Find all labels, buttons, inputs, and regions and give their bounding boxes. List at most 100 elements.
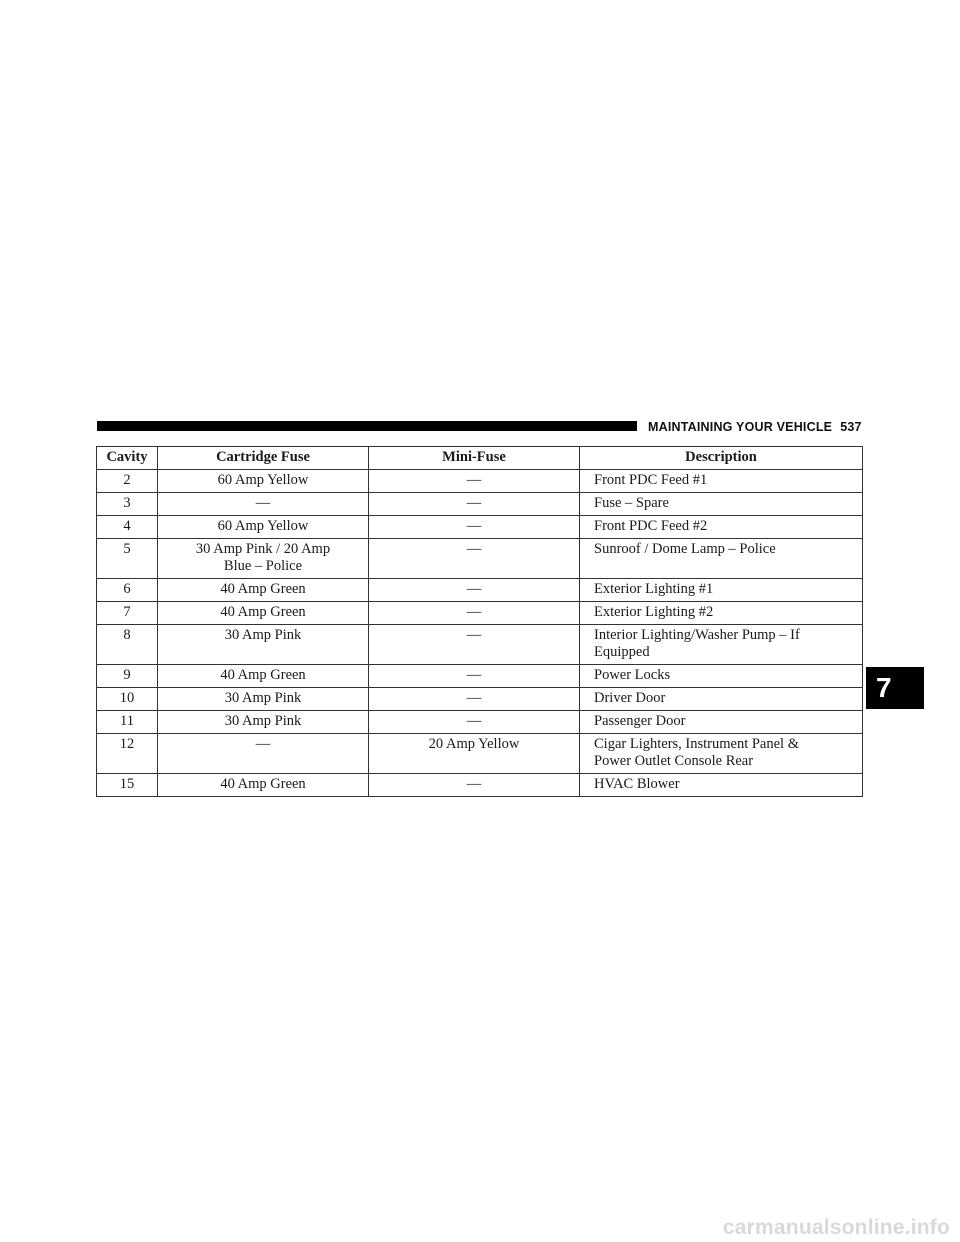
cell-mini-fuse: — bbox=[368, 710, 580, 734]
cell-cavity: 7 bbox=[96, 601, 158, 625]
cell-description-line: Fuse – Spare bbox=[594, 495, 669, 511]
cell-description: Front PDC Feed #2 bbox=[579, 515, 863, 539]
cell-cartridge-fuse-line: Blue – Police bbox=[223, 558, 303, 574]
cell-description: Cigar Lighters, Instrument Panel &Power … bbox=[579, 733, 863, 774]
cell-description: Passenger Door bbox=[579, 710, 863, 734]
cell-cartridge-fuse-line: 40 Amp Green bbox=[220, 604, 306, 620]
column-header-cartridge-fuse: Cartridge Fuse bbox=[157, 446, 369, 470]
table-row: 7 40 Amp Green — Exterior Lighting #2 bbox=[96, 601, 863, 625]
cell-description-line: Exterior Lighting #1 bbox=[594, 581, 714, 597]
cell-cartridge-fuse-line: 30 Amp Pink bbox=[224, 713, 302, 729]
cell-cavity: 4 bbox=[96, 515, 158, 539]
cell-cartridge-fuse-line: 60 Amp Yellow bbox=[217, 518, 309, 534]
cell-mini-fuse: — bbox=[368, 601, 580, 625]
cell-mini-fuse: — bbox=[368, 687, 580, 711]
cell-description-line: Front PDC Feed #1 bbox=[594, 472, 708, 488]
cell-cavity: 8 bbox=[96, 624, 158, 665]
cell-cartridge-fuse-line: 30 Amp Pink bbox=[224, 627, 302, 643]
cell-description: Driver Door bbox=[579, 687, 863, 711]
cell-cartridge-fuse: 40 Amp Green bbox=[157, 578, 369, 602]
cell-description: Exterior Lighting #2 bbox=[579, 601, 863, 625]
table-row: 2 60 Amp Yellow — Front PDC Feed #1 bbox=[96, 469, 863, 493]
cell-description-line: Passenger Door bbox=[594, 713, 686, 729]
cell-description: Power Locks bbox=[579, 664, 863, 688]
cell-description-line: Sunroof / Dome Lamp – Police bbox=[594, 541, 776, 557]
table-row: 9 40 Amp Green — Power Locks bbox=[96, 664, 863, 688]
cell-mini-fuse: — bbox=[368, 492, 580, 516]
cell-cartridge-fuse-line: — bbox=[255, 736, 271, 752]
cell-cavity: 10 bbox=[96, 687, 158, 711]
cell-cavity: 9 bbox=[96, 664, 158, 688]
cell-cartridge-fuse: 60 Amp Yellow bbox=[157, 469, 369, 493]
table-row: 4 60 Amp Yellow — Front PDC Feed #2 bbox=[96, 515, 863, 539]
cell-cartridge-fuse-line: 40 Amp Green bbox=[220, 581, 306, 597]
table-header-row: Cavity Cartridge Fuse Mini-Fuse Descript… bbox=[96, 446, 863, 470]
table-row: 10 30 Amp Pink — Driver Door bbox=[96, 687, 863, 711]
table-row: 15 40 Amp Green — HVAC Blower bbox=[96, 773, 863, 797]
cell-description-line: Cigar Lighters, Instrument Panel & bbox=[594, 736, 799, 752]
cell-description-line: HVAC Blower bbox=[594, 776, 680, 792]
cell-mini-fuse: — bbox=[368, 624, 580, 665]
column-header-mini-fuse: Mini-Fuse bbox=[368, 446, 580, 470]
cell-mini-fuse: — bbox=[368, 515, 580, 539]
running-header: MAINTAINING YOUR VEHICLE 537 bbox=[648, 419, 862, 435]
cell-cavity: 5 bbox=[96, 538, 158, 579]
cell-cartridge-fuse-line: 40 Amp Green bbox=[220, 667, 306, 683]
cell-description: Front PDC Feed #1 bbox=[579, 469, 863, 493]
table-row: 6 40 Amp Green — Exterior Lighting #1 bbox=[96, 578, 863, 602]
cell-cartridge-fuse-line: 40 Amp Green bbox=[220, 776, 306, 792]
cell-description-line: Equipped bbox=[594, 644, 650, 660]
cell-description-line: Power Locks bbox=[594, 667, 671, 683]
table-row: 11 30 Amp Pink — Passenger Door bbox=[96, 710, 863, 734]
cell-mini-fuse: — bbox=[368, 469, 580, 493]
cell-cartridge-fuse: — bbox=[157, 733, 369, 774]
cell-mini-fuse: 20 Amp Yellow bbox=[368, 733, 580, 774]
cell-cartridge-fuse-line: 60 Amp Yellow bbox=[217, 472, 309, 488]
cell-mini-fuse: — bbox=[368, 773, 580, 797]
cell-cavity: 2 bbox=[96, 469, 158, 493]
cell-cavity: 3 bbox=[96, 492, 158, 516]
cell-cavity: 15 bbox=[96, 773, 158, 797]
cell-cartridge-fuse-line: — bbox=[255, 495, 271, 511]
cell-cavity: 12 bbox=[96, 733, 158, 774]
cell-cartridge-fuse-line: 30 Amp Pink bbox=[224, 690, 302, 706]
cell-description: HVAC Blower bbox=[579, 773, 863, 797]
column-header-cavity: Cavity bbox=[96, 446, 158, 470]
cell-cartridge-fuse: 30 Amp Pink bbox=[157, 687, 369, 711]
cell-cartridge-fuse: 30 Amp Pink bbox=[157, 710, 369, 734]
header-rule bbox=[97, 421, 637, 431]
cell-cartridge-fuse-line: 30 Amp Pink / 20 Amp bbox=[195, 541, 331, 557]
table-row: 3 — — Fuse – Spare bbox=[96, 492, 863, 516]
cell-description-line: Driver Door bbox=[594, 690, 666, 706]
chapter-tab: 7 bbox=[866, 667, 924, 709]
fuse-table: Cavity Cartridge Fuse Mini-Fuse Descript… bbox=[96, 446, 863, 797]
cell-description-line: Power Outlet Console Rear bbox=[594, 753, 754, 769]
cell-description: Fuse – Spare bbox=[579, 492, 863, 516]
cell-cartridge-fuse: 60 Amp Yellow bbox=[157, 515, 369, 539]
cell-cavity: 11 bbox=[96, 710, 158, 734]
section-title: MAINTAINING YOUR VEHICLE bbox=[648, 420, 833, 434]
cell-cartridge-fuse: 40 Amp Green bbox=[157, 664, 369, 688]
column-header-description: Description bbox=[579, 446, 863, 470]
cell-cartridge-fuse: 40 Amp Green bbox=[157, 773, 369, 797]
page-number: 537 bbox=[840, 420, 862, 434]
cell-cartridge-fuse: — bbox=[157, 492, 369, 516]
watermark-text: carmanualsonline.info bbox=[722, 1216, 950, 1239]
cell-description-line: Front PDC Feed #2 bbox=[594, 518, 708, 534]
cell-mini-fuse: — bbox=[368, 664, 580, 688]
cell-mini-fuse: — bbox=[368, 578, 580, 602]
cell-cartridge-fuse: 30 Amp Pink bbox=[157, 624, 369, 665]
cell-description: Exterior Lighting #1 bbox=[579, 578, 863, 602]
cell-description: Sunroof / Dome Lamp – Police bbox=[579, 538, 863, 579]
cell-cartridge-fuse: 40 Amp Green bbox=[157, 601, 369, 625]
cell-description-line: Exterior Lighting #2 bbox=[594, 604, 714, 620]
cell-mini-fuse: — bbox=[368, 538, 580, 579]
cell-cavity: 6 bbox=[96, 578, 158, 602]
cell-description-line: Interior Lighting/Washer Pump – If bbox=[594, 627, 800, 643]
